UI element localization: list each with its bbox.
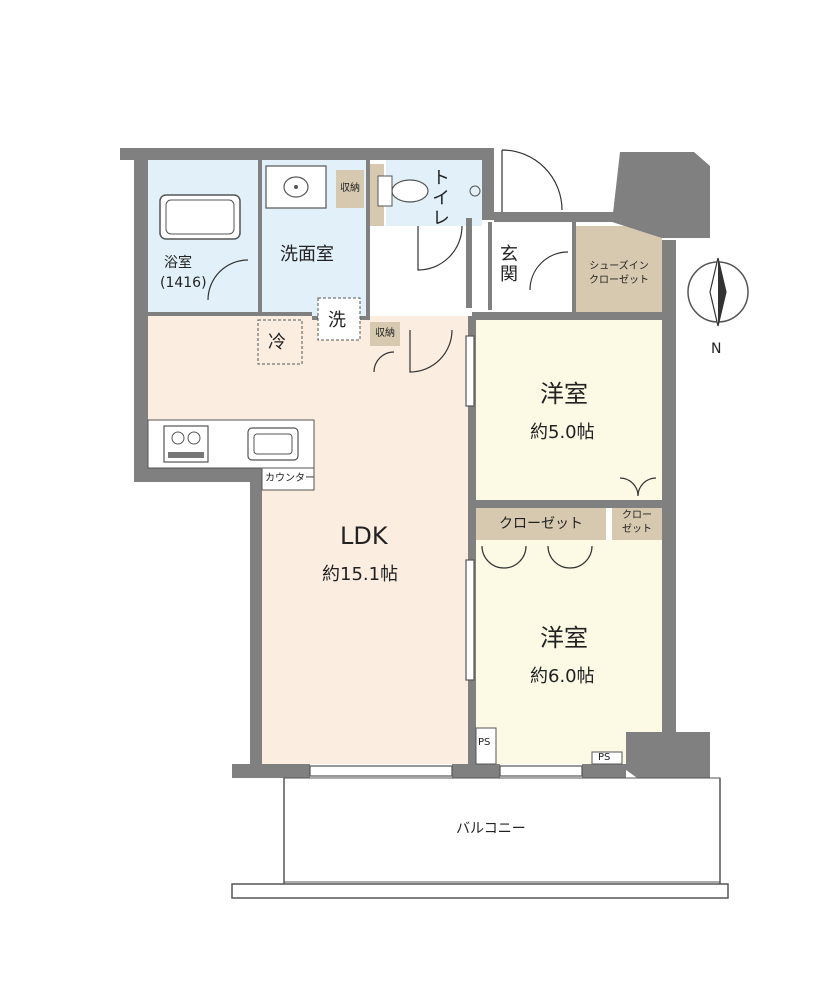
storage-wash-area: [336, 170, 364, 208]
fridge-label: 冷: [268, 332, 286, 353]
closet-small-label-1: クロー: [622, 510, 652, 521]
sink: [247, 427, 299, 461]
balcony-rail: [231, 883, 729, 899]
ldk-area: 約15.1帖: [322, 564, 399, 585]
western2-area: 約6.0帖: [530, 666, 595, 687]
ps-label-1: PS: [478, 737, 491, 748]
balcony-area: [283, 777, 721, 883]
ldk-floor-lower: [262, 466, 468, 764]
compass-icon: [687, 257, 749, 327]
western2-floor: [476, 540, 662, 764]
shoe-closet-area: [576, 226, 662, 312]
storage-hall-area: [370, 322, 400, 346]
counter-extension: [261, 467, 315, 491]
ldk-name: LDK: [340, 522, 388, 550]
shoe-closet-label-1: シューズイン: [589, 261, 649, 272]
closet-small-label-2: ゼット: [622, 524, 652, 535]
bath-name: 浴室: [164, 255, 192, 271]
closet-small-area: [612, 508, 662, 540]
storage-hall-label: 収納: [375, 328, 395, 339]
ps-label-2: PS: [598, 752, 611, 763]
toilet-name: トイレ: [429, 168, 450, 228]
windows: [309, 335, 583, 777]
balcony-name: バルコニー: [456, 821, 526, 837]
counter-label: カウンター: [265, 473, 315, 484]
closet-main-label: クローゼット: [499, 516, 583, 532]
western1-name: 洋室: [540, 380, 588, 408]
washer-label: 洗: [328, 310, 346, 331]
western1-floor: [476, 320, 662, 500]
washroom-name: 洗面室: [280, 244, 334, 265]
bath-size: (1416): [160, 275, 207, 291]
north-label: N: [711, 341, 722, 357]
western2-name: 洋室: [540, 624, 588, 652]
western1-area: 約5.0帖: [530, 422, 595, 443]
storage-wash-label: 収納: [340, 183, 360, 194]
fridge-spot: [257, 319, 303, 365]
walls: [120, 148, 710, 780]
ps-box-2: [591, 751, 623, 765]
washer-spot: [317, 297, 361, 341]
bathtub: [159, 194, 241, 240]
closet-main-area: [476, 508, 606, 540]
doors: [373, 149, 657, 569]
ps-box-1: [475, 727, 497, 765]
shoe-closet-label-2: クローゼット: [589, 275, 649, 286]
toilet-bowl: [391, 179, 429, 203]
entrance-floor: [488, 226, 574, 310]
entrance-name: 玄関: [497, 244, 518, 284]
